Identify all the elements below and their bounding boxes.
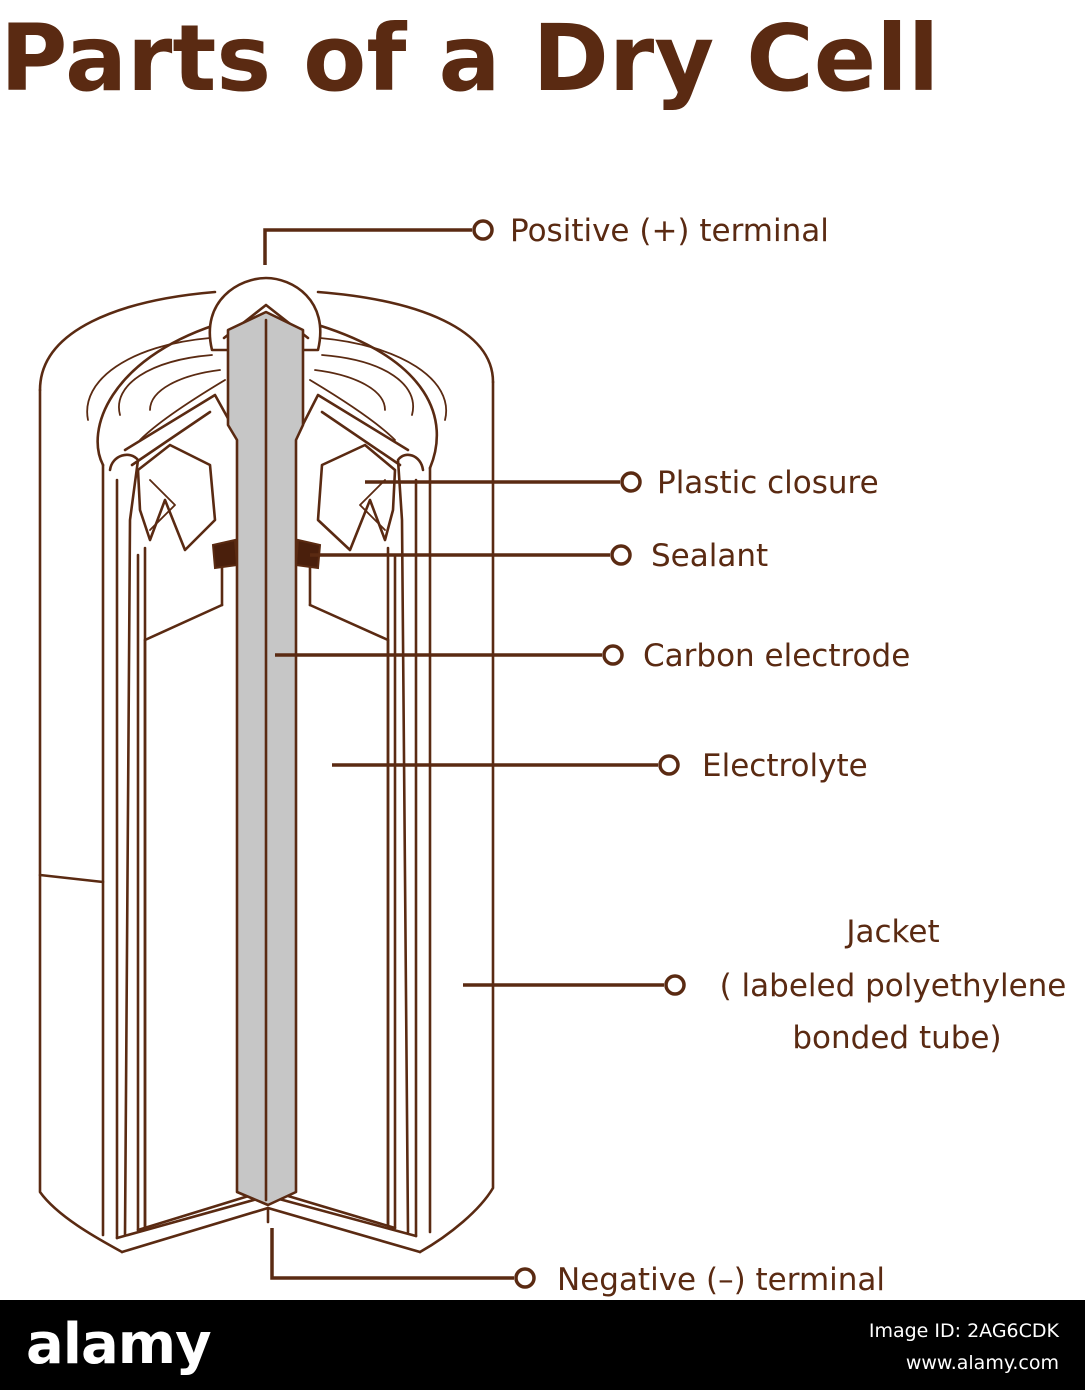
diagram-title: Parts of a Dry Cell	[0, 5, 939, 112]
label-jacket-line3: bonded tube)	[792, 1020, 1001, 1056]
image-id-text: Image ID: 2AG6CDK	[868, 1320, 1059, 1342]
jacket-outer-left	[38, 388, 124, 1254]
leader-plastic-closure	[365, 471, 642, 493]
top-contours	[86, 337, 448, 441]
brand-logo: alamy	[26, 1312, 212, 1377]
leader-electrolyte	[332, 754, 680, 776]
label-positive-terminal: Positive (+) terminal	[510, 213, 829, 249]
carbon-rod	[226, 310, 305, 1207]
footer-bar: alamy Image ID: 2AG6CDK www.alamy.com	[0, 1300, 1085, 1390]
label-electrolyte: Electrolyte	[702, 748, 868, 784]
jacket-outer-right	[418, 380, 495, 1254]
dry-cell-diagram: Parts of a Dry Cell	[0, 5, 1067, 1298]
site-url-text: www.alamy.com	[905, 1352, 1059, 1374]
leader-positive-terminal	[263, 219, 494, 265]
label-jacket-line1: Jacket	[844, 914, 939, 950]
leader-carbon-electrode	[275, 644, 624, 666]
leader-jacket	[463, 974, 686, 996]
label-jacket-line2: ( labeled polyethylene	[720, 968, 1067, 1004]
battery-body	[38, 290, 495, 1254]
leader-negative-terminal	[270, 1228, 536, 1289]
electrolyte-part	[143, 603, 390, 1230]
label-sealant: Sealant	[651, 538, 768, 574]
label-carbon-electrode: Carbon electrode	[643, 638, 910, 674]
jacket-seam	[38, 873, 105, 884]
label-negative-terminal: Negative (–) terminal	[557, 1262, 885, 1298]
leader-sealant	[310, 544, 632, 566]
label-plastic-closure: Plastic closure	[657, 465, 879, 501]
jacket-top-right	[316, 290, 495, 384]
jacket-top-left	[38, 290, 217, 392]
